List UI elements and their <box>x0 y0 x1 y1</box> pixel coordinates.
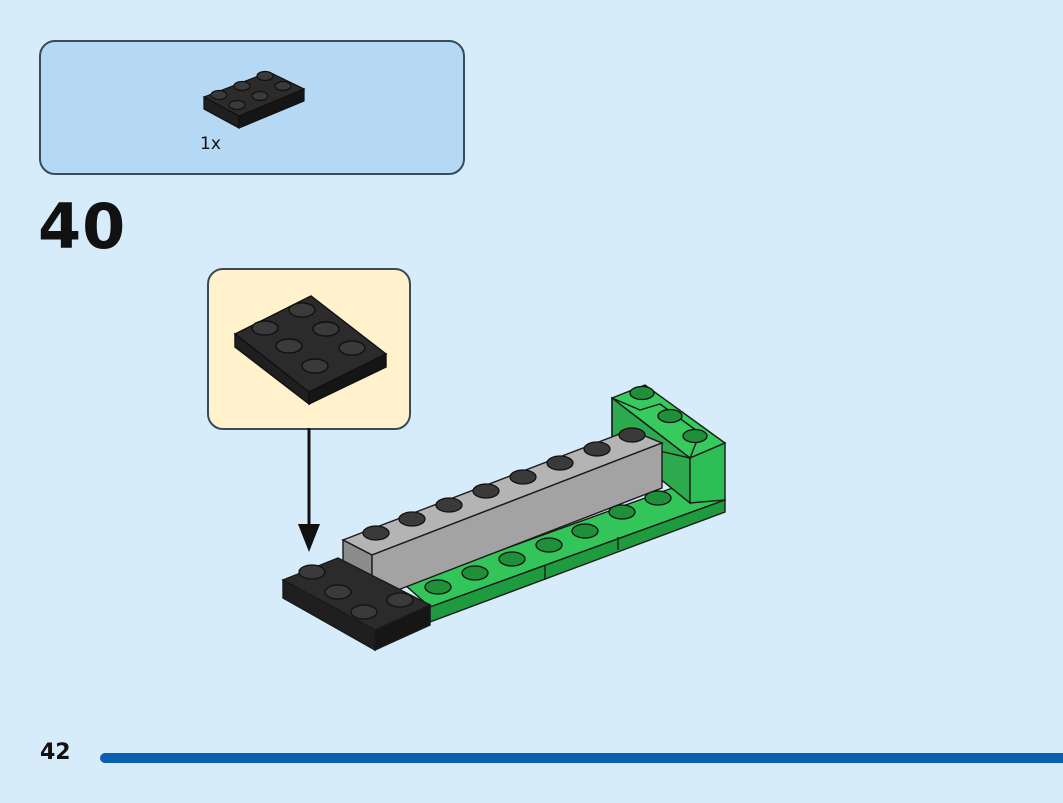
parts-list-box: 1x <box>39 40 465 175</box>
progress-bar-fill <box>100 753 1063 763</box>
page-number: 42 <box>40 740 71 765</box>
sub-step-callout <box>207 268 411 430</box>
placement-arrow <box>298 428 320 552</box>
part-quantity: 1x <box>200 134 221 154</box>
black-2x3-plate-icon <box>202 70 306 130</box>
step-number: 40 <box>38 190 127 263</box>
progress-bar <box>100 753 1063 763</box>
studs <box>298 385 708 620</box>
black-2x3-plate-icon <box>233 295 388 406</box>
